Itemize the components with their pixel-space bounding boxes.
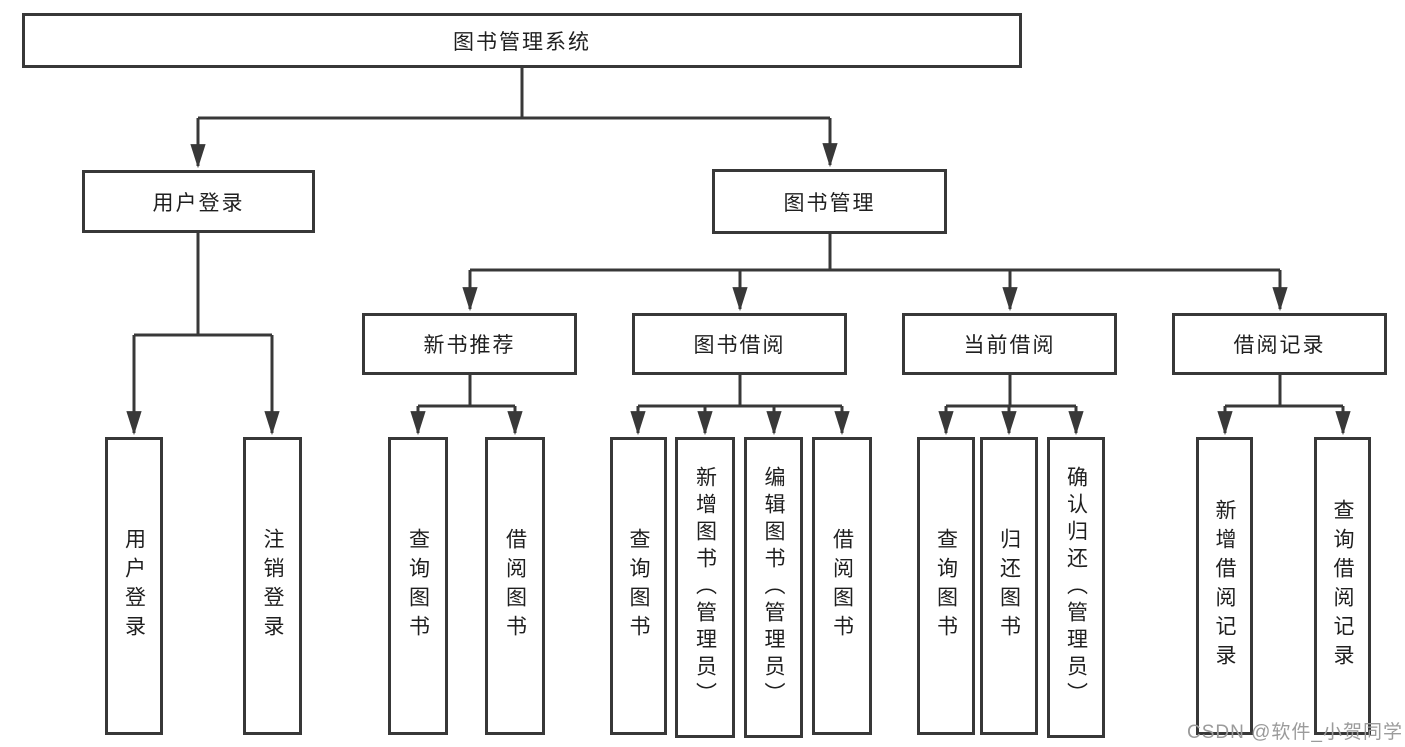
node-label: 借阅记录 xyxy=(1233,334,1326,357)
leaf-query-borrow-record: 查询借阅记录 xyxy=(1314,437,1371,735)
leaf-edit-book-admin: 编辑图书（管理员） xyxy=(744,437,803,738)
node-new-book-recommend: 新书推荐 xyxy=(362,313,577,375)
node-label: 用户登录 xyxy=(122,528,146,644)
watermark-text: CSDN @软件_小贺同学 xyxy=(1187,722,1403,743)
node-label: 编辑图书（管理员） xyxy=(762,466,785,709)
leaf-borrow-books: 借阅图书 xyxy=(812,437,872,735)
leaf-return-book: 归还图书 xyxy=(980,437,1038,735)
node-label: 借阅图书 xyxy=(830,528,854,644)
leaf-add-borrow-record: 新增借阅记录 xyxy=(1196,437,1253,735)
node-label: 新增图书（管理员） xyxy=(693,466,717,709)
node-book-management: 图书管理 xyxy=(712,169,947,234)
leaf-user-login: 用户登录 xyxy=(105,437,163,735)
node-label: 新增借阅记录 xyxy=(1213,499,1236,673)
leaf-query-books-borrow: 查询图书 xyxy=(610,437,667,735)
node-label: 查询图书 xyxy=(406,528,430,644)
node-borrowing-records: 借阅记录 xyxy=(1172,313,1387,375)
node-label: 图书借阅 xyxy=(693,334,786,357)
node-label: 注销登录 xyxy=(261,528,284,644)
leaf-query-books-recommend: 查询图书 xyxy=(388,437,448,735)
leaf-add-book-admin: 新增图书（管理员） xyxy=(675,437,735,738)
node-user-login: 用户登录 xyxy=(82,170,315,233)
node-label: 查询图书 xyxy=(934,528,958,644)
node-label: 借阅图书 xyxy=(503,528,527,644)
node-current-borrowing: 当前借阅 xyxy=(902,313,1117,375)
node-label: 图书管理 xyxy=(783,191,876,215)
node-library-system: 图书管理系统 xyxy=(22,13,1022,68)
leaf-borrow-books-recommend: 借阅图书 xyxy=(485,437,545,735)
node-book-borrowing: 图书借阅 xyxy=(632,313,847,375)
leaf-confirm-return-admin: 确认归还（管理员） xyxy=(1047,437,1105,738)
node-label: 查询图书 xyxy=(627,528,650,644)
node-label: 图书管理系统 xyxy=(453,30,591,54)
leaf-query-books-current: 查询图书 xyxy=(917,437,975,735)
node-label: 查询借阅记录 xyxy=(1331,499,1354,673)
node-label: 用户登录 xyxy=(152,191,245,215)
node-label: 确认归还（管理员） xyxy=(1064,466,1088,709)
leaf-logout: 注销登录 xyxy=(243,437,302,735)
node-label: 新书推荐 xyxy=(423,334,516,357)
node-label: 当前借阅 xyxy=(963,334,1056,357)
node-label: 归还图书 xyxy=(997,528,1021,644)
